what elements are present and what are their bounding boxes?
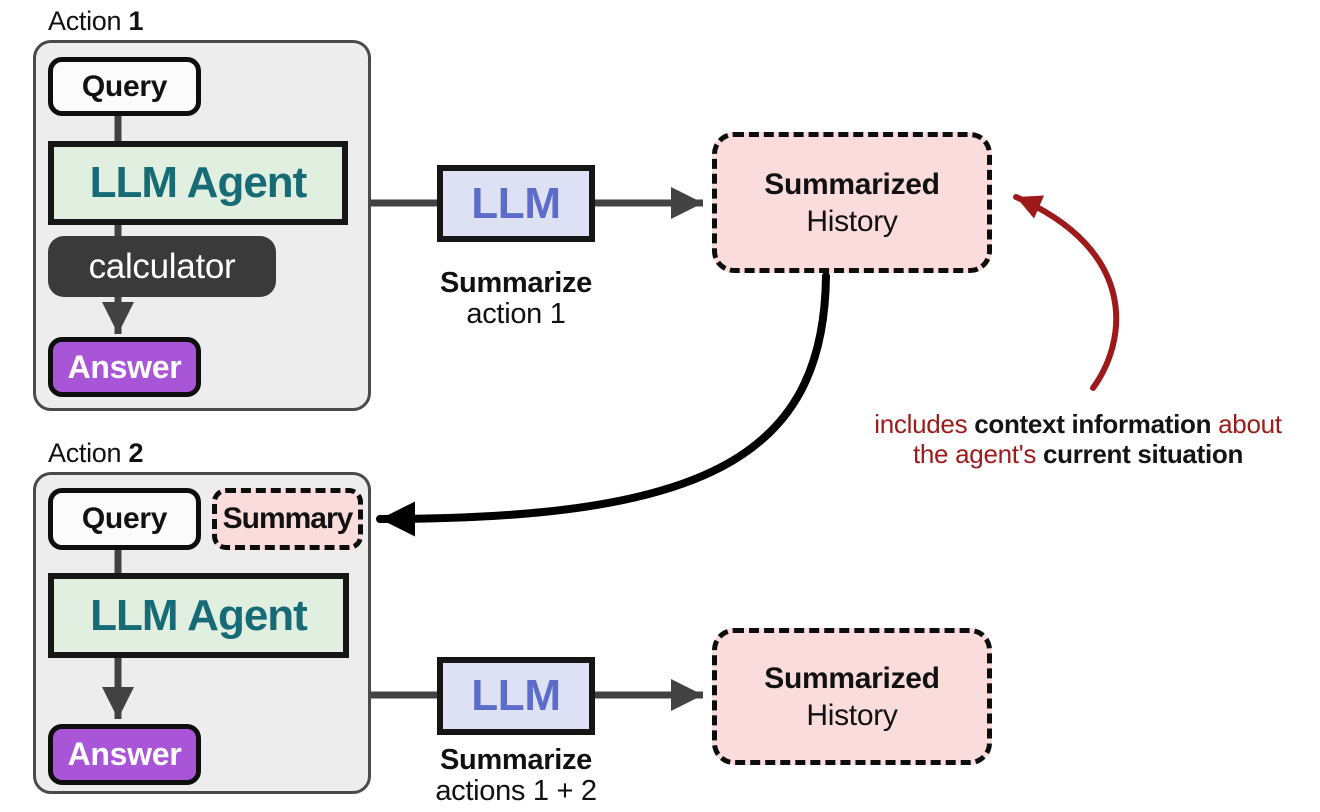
calculator-box: calculator [48,236,276,297]
llm-agent1-box: LLM Agent [48,141,348,225]
answer2-box: Answer [48,724,201,785]
summarize1-caption-bold: Summarize [439,267,593,299]
annotation-line1-red1: includes [874,409,975,439]
annotation-line2: the agent's current situation [828,439,1320,469]
summarize1-caption-rest: action 1 [466,298,566,330]
annotation-line1: includes context information about [828,409,1320,439]
annotation-line2-bold: current situation [1043,439,1244,469]
history1-line2: History [806,204,898,238]
history2-line2: History [806,698,898,732]
llm-agent2-label: LLM Agent [90,590,308,640]
action1-label-number: 1 [128,6,144,36]
action2-label-number: 2 [128,438,144,468]
summarize2-caption-rest: actions 1 + 2 [435,775,597,807]
llm2-box: LLM [437,657,595,735]
summarized-history2-box: Summarized History [712,628,992,765]
summarize2-caption: Summarize actions 1 + 2 [406,745,626,807]
query1-label: Query [81,69,168,103]
llm1-box: LLM [437,165,595,242]
history1-line1: Summarized [764,167,940,201]
answer2-label: Answer [67,736,182,772]
llm-agent2-box: LLM Agent [48,573,349,658]
llm1-label: LLM [471,178,561,228]
action2-label: Action 2 [48,438,143,469]
summary-box: Summary [212,488,363,550]
summarized-history1-box: Summarized History [712,132,992,273]
answer1-box: Answer [48,337,201,397]
summarize1-caption: Summarize action 1 [406,268,626,330]
annotation-note: includes context information about the a… [828,409,1320,469]
query1-box: Query [48,57,201,116]
action1-label: Action 1 [48,6,143,37]
action1-label-text: Action [48,6,129,36]
query2-box: Query [48,488,201,550]
answer1-label: Answer [67,348,182,385]
annotation-line1-red2: about [1211,409,1282,439]
annotation-line2-red: the agent's [912,439,1043,469]
query2-label: Query [81,502,168,535]
llm2-label: LLM [471,671,561,720]
action2-label-text: Action [48,438,129,468]
history2-line1: Summarized [764,661,940,695]
arrow-annotation-history1 [1013,194,1120,391]
annotation-line1-bold: context information [974,409,1212,439]
summarize2-caption-bold: Summarize [439,744,593,776]
summary-label: Summary [222,502,354,535]
calculator-label: calculator [88,246,236,286]
llm-agent1-label: LLM Agent [89,158,308,207]
